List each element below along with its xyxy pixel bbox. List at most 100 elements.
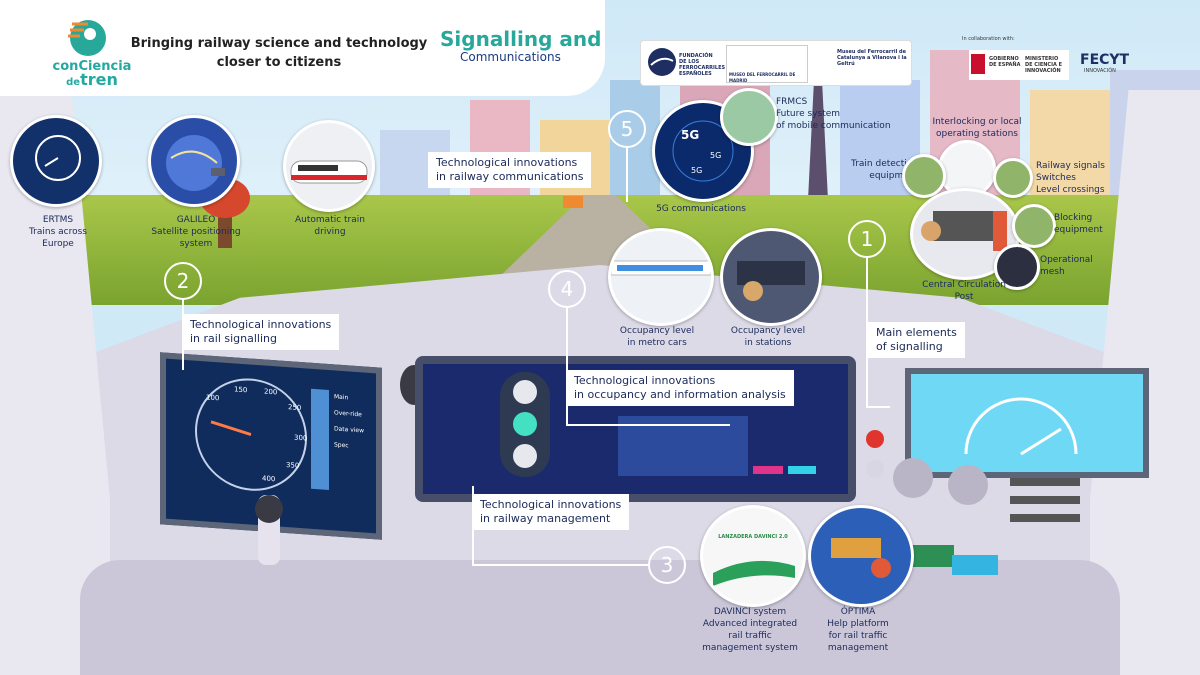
page-subtitle: Communications [460, 50, 561, 64]
blocking-image [1012, 204, 1056, 248]
connector-line [566, 306, 568, 424]
collab-note: In collaboration with: [962, 36, 1015, 42]
frmcs-image [720, 88, 778, 146]
mesh-image [994, 244, 1040, 290]
5g-label: 5G communications [656, 204, 746, 214]
slider-control[interactable] [1010, 478, 1080, 486]
ertms-speed-screen[interactable]: 100 150 200 250 300 350 400 Main Over-ri… [160, 352, 382, 540]
ccp-desc: Post [954, 292, 974, 302]
metro-occupancy-image [608, 228, 714, 326]
signals-desc-2: Level crossings [1036, 185, 1105, 195]
galileo-desc-2: system [179, 239, 213, 249]
davinci-title: DAVINCI system [713, 607, 787, 617]
ertms-desc-2: Europe [42, 239, 74, 249]
control-dial[interactable] [948, 465, 988, 505]
mode-label: Spec [334, 441, 349, 449]
screen-indicator-pink [753, 466, 783, 474]
ccp-title: Central Circulation [922, 280, 1006, 290]
gauge-speed: 400 [262, 474, 275, 483]
section-2-number: 2 [164, 262, 202, 300]
mode-label: Over-ride [334, 409, 362, 418]
brand-ciencia: Ciencia [78, 59, 132, 74]
galileo-desc-1: Satellite positioning [151, 227, 241, 237]
section-1-desc: of signalling [876, 340, 943, 353]
distant-train [563, 196, 583, 208]
ministry-text: MINISTERIO DE CIENCIA E INNOVACIÓN [1025, 56, 1062, 74]
section-4-desc: in occupancy and information analysis [574, 388, 786, 401]
mesh-desc: mesh [1040, 267, 1065, 277]
metro-label: Occupancy level in metro cars [612, 325, 702, 349]
signal-lamp [513, 444, 537, 468]
connector-line [626, 146, 628, 202]
signalling-screen[interactable] [905, 368, 1149, 478]
signal-lamp-green [513, 412, 537, 436]
davinci-desc-1: Advanced integrated [702, 619, 798, 629]
section-3-title: Technological innovations [480, 498, 622, 511]
auto-label: Automatic train driving [280, 214, 380, 238]
stations-title: Occupancy level [730, 326, 806, 336]
slider-control[interactable] [1010, 496, 1080, 504]
radar-gauge [964, 397, 1078, 456]
ertms-image [10, 115, 102, 207]
concienciadetren-logo-icon [68, 20, 106, 56]
gov-text: GOBIERNO DE ESPAÑA [989, 56, 1021, 68]
gauge-speed: 300 [294, 434, 307, 443]
connector-line [566, 424, 730, 426]
signals-image [993, 158, 1033, 198]
svg-text:5G: 5G [691, 166, 702, 175]
optima-title: ÓPTIMA [840, 607, 876, 617]
auto-desc: driving [314, 227, 346, 237]
ffe-logo-text: FUNDACIÓN DE LOS FERROCARRILES ESPAÑOLES [679, 53, 726, 77]
svg-text:5G: 5G [681, 128, 699, 142]
section-3-number: 3 [648, 546, 686, 584]
station-occupancy-image [720, 228, 822, 326]
brand-name: conCiencia detren [42, 60, 142, 89]
optima-label: ÓPTIMA Help platform for rail traffic ma… [810, 606, 906, 654]
museo-cat-text: Museu del Ferrocarril de Catalunya a Vil… [837, 49, 907, 67]
frmcs-desc-2: of mobile communication [776, 121, 891, 131]
control-dial[interactable] [893, 458, 933, 498]
automatic-train-image [283, 120, 375, 212]
interlock-label: Interlocking or local operating stations [922, 116, 1032, 140]
emergency-button[interactable] [866, 430, 884, 448]
section-3-desc: in railway management [480, 512, 611, 525]
control-button[interactable] [866, 460, 884, 478]
section-4-title: Technological innovations [574, 374, 716, 387]
screen-indicator-cyan [788, 466, 816, 474]
ffe-logo-icon [648, 48, 676, 76]
blocking-label: Blocking equipment [1054, 212, 1134, 236]
frmcs-desc-1: Future system [776, 109, 841, 119]
section-1-number: 1 [848, 220, 886, 258]
tagline: Bringing railway science and technology … [118, 34, 440, 72]
detect-desc: equipment [869, 171, 918, 181]
davinci-label: DAVINCI system Advanced integrated rail … [690, 606, 810, 654]
connector-line [866, 256, 868, 408]
green-button[interactable] [908, 545, 954, 567]
optima-image [808, 505, 914, 607]
gauge-speed: 200 [264, 388, 277, 397]
blue-button[interactable] [952, 555, 998, 575]
section-2-desc: in rail signalling [190, 332, 278, 345]
signals-desc-1: Switches [1036, 173, 1076, 183]
tagline-line-2: closer to citizens [216, 55, 342, 70]
auto-title: Automatic train [295, 215, 365, 225]
section-5-title: Technological innovations [436, 156, 578, 169]
fecyt-sub: INNOVACIÓN [1084, 68, 1116, 74]
frmcs-title: FRMCS [776, 97, 808, 107]
frmcs-label: FRMCS Future system of mobile communicat… [776, 96, 906, 132]
galileo-image [148, 115, 240, 207]
optima-desc-1: Help platform [827, 619, 889, 629]
optima-desc-2: for rail traffic [828, 631, 888, 641]
section-4-label: Technological innovations in occupancy a… [566, 370, 794, 406]
slider-control[interactable] [1010, 514, 1080, 522]
section-4-number: 4 [548, 270, 586, 308]
blocking-desc: equipment [1054, 225, 1103, 235]
mode-label: Main [334, 393, 349, 401]
stations-label: Occupancy level in stations [720, 325, 816, 349]
museo-madrid-text: MUSEO DEL FERROCARRIL DE MADRID [729, 72, 796, 83]
connector-line [472, 564, 648, 566]
throttle-knob[interactable] [255, 495, 283, 523]
fecyt-logo: FECYT [1080, 52, 1130, 68]
signals-label: Railway signals Switches Level crossings [1036, 160, 1146, 196]
